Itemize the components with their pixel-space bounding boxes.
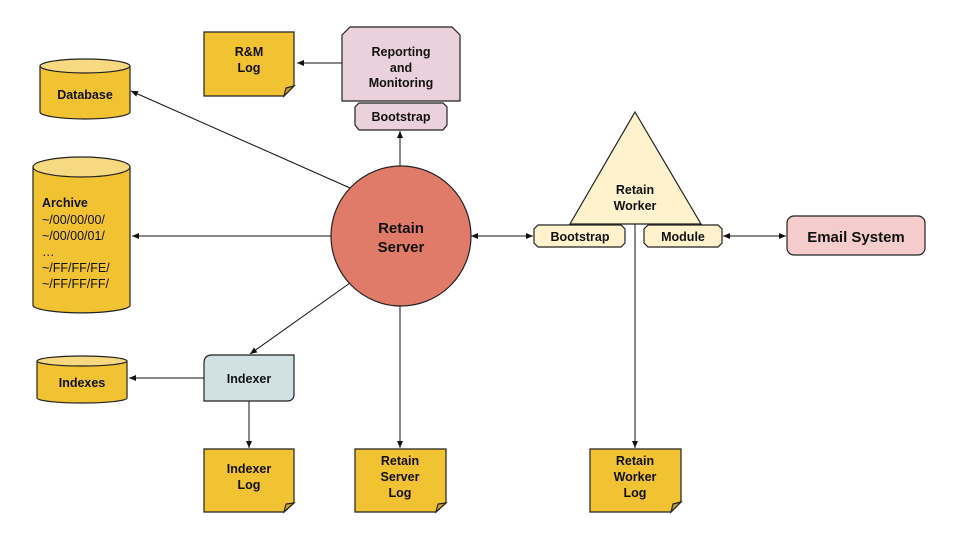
archive-line-1: ~/00/00/00/ [42,213,105,227]
retain-worker-node[interactable]: Retain Worker [568,110,703,225]
archive-line-5: ~/FF/FF/FF/ [42,277,110,291]
archive-node[interactable]: Archive ~/00/00/00/ ~/00/00/01/ … ~/FF/F… [32,156,131,314]
reporting-line-3: Monitoring [369,76,434,90]
indexes-label: Indexes [59,376,106,390]
retain-server-line-2: Server [378,239,425,256]
rm-log-line-2: Log [238,61,261,75]
indexer-log-line-1: Indexer [227,462,272,476]
worker-bootstrap-node[interactable]: Bootstrap [533,224,626,248]
server-log-fold [434,502,448,514]
indexer-node[interactable]: Indexer [203,354,295,402]
worker-log-line-1: Retain [616,454,654,468]
retain-worker-line-2: Worker [614,199,657,213]
edge-server-to-indexer [249,282,351,355]
rm-log-line-1: R&M [235,45,263,59]
indexes-node[interactable]: Indexes [36,355,128,404]
rm-log-node[interactable]: R&M Log [203,31,296,98]
archive-top [32,156,131,178]
archive-body [32,167,131,314]
reporting-bootstrap-node[interactable]: Bootstrap [354,102,448,131]
server-log-node[interactable]: Retain Server Log [354,448,448,514]
indexer-log-line-2: Log [238,478,261,492]
reporting-node[interactable]: Reporting and Monitoring [341,26,461,102]
archive-line-3: … [42,245,55,259]
worker-module-node[interactable]: Module [643,224,723,248]
retain-server-shape [330,165,472,307]
reporting-bootstrap-shape [354,102,448,131]
retain-worker-line-1: Retain [616,183,654,197]
worker-log-node[interactable]: Retain Worker Log [589,448,683,514]
email-system-node[interactable]: Email System [786,215,926,256]
worker-log-line-2: Worker [614,470,657,484]
indexes-top [36,355,128,367]
reporting-shape [341,26,461,102]
worker-log-fold [669,500,683,514]
edge-server-to-database [130,90,351,189]
server-log-line-3: Log [389,486,412,500]
retain-server-line-1: Retain [378,220,424,237]
server-log-line-1: Retain [381,454,419,468]
archive-title: Archive [42,196,88,210]
archive-line-4: ~/FF/FF/FE/ [42,261,110,275]
worker-bootstrap-label: Bootstrap [550,230,609,244]
worker-module-label: Module [661,230,705,244]
archive-line-2: ~/00/00/01/ [42,229,105,243]
indexer-label: Indexer [227,372,272,386]
worker-log-line-3: Log [624,486,647,500]
server-log-line-2: Server [381,470,420,484]
rm-log-fold [282,84,296,98]
reporting-line-1: Reporting [371,45,430,59]
worker-module-shape [643,224,723,248]
database-label: Database [57,88,113,102]
worker-bootstrap-shape [533,224,626,248]
indexer-log-node[interactable]: Indexer Log [203,448,296,514]
database-body [39,66,131,120]
indexer-log-fold [282,502,296,514]
edges [129,60,786,448]
indexes-body [36,361,128,404]
database-top [39,58,131,74]
reporting-bootstrap-label: Bootstrap [371,110,430,124]
email-system-shape [786,215,926,256]
reporting-line-2: and [390,61,412,75]
database-node[interactable]: Database [39,58,131,120]
indexer-shape [203,354,295,402]
email-system-label: Email System [807,229,905,246]
retain-server-node[interactable]: Retain Server [330,165,472,307]
